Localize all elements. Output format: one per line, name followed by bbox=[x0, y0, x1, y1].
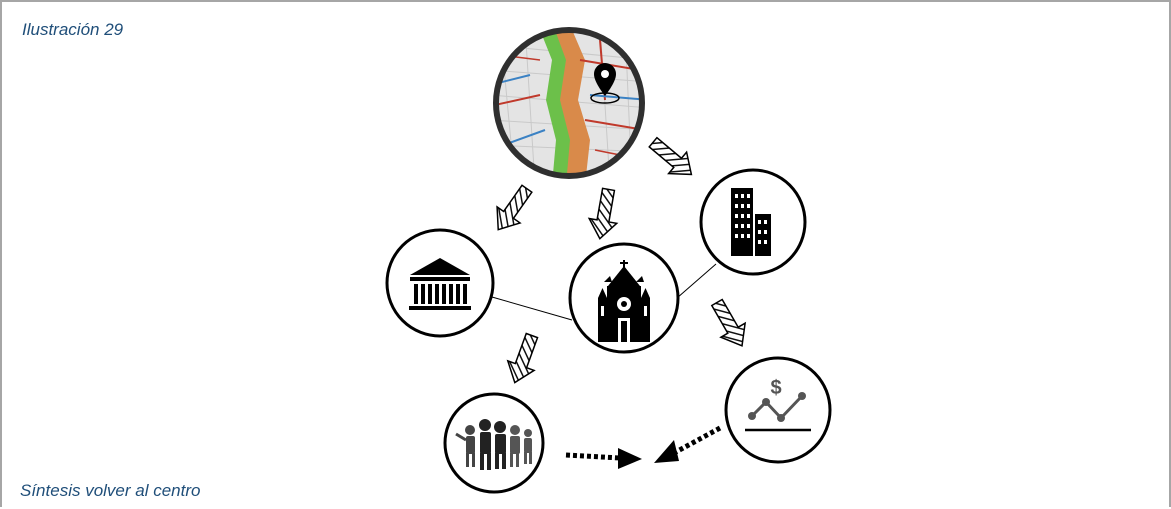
economy-node: $ bbox=[724, 356, 832, 464]
government-building-icon bbox=[409, 258, 471, 310]
dashed-arrow-economy bbox=[654, 425, 722, 463]
figure-label: Ilustración 29 bbox=[22, 20, 124, 39]
people-node bbox=[443, 392, 545, 494]
cathedral-node bbox=[568, 242, 680, 354]
dashed-arrow-people bbox=[565, 448, 642, 469]
people-group-icon bbox=[455, 419, 532, 470]
government-node bbox=[385, 228, 495, 338]
connector-line bbox=[491, 296, 573, 321]
office-node bbox=[699, 168, 807, 276]
map-node bbox=[493, 27, 645, 179]
map-pin-icon bbox=[590, 63, 620, 104]
city-map-image bbox=[496, 30, 642, 176]
arrow-cathedral-to-economy bbox=[710, 298, 747, 347]
figure-title: Síntesis volver al centro bbox=[20, 481, 201, 500]
cathedral-icon bbox=[598, 260, 650, 342]
arrow-government-to-people bbox=[506, 332, 539, 384]
arrow-map-to-office bbox=[648, 136, 693, 176]
office-buildings-icon bbox=[731, 188, 771, 256]
arrow-map-to-government bbox=[496, 184, 533, 231]
svg-text:$: $ bbox=[770, 377, 781, 399]
dollar-chart-icon: $ bbox=[745, 377, 811, 432]
arrow-map-to-cathedral bbox=[587, 187, 619, 240]
connector-line bbox=[676, 263, 717, 299]
